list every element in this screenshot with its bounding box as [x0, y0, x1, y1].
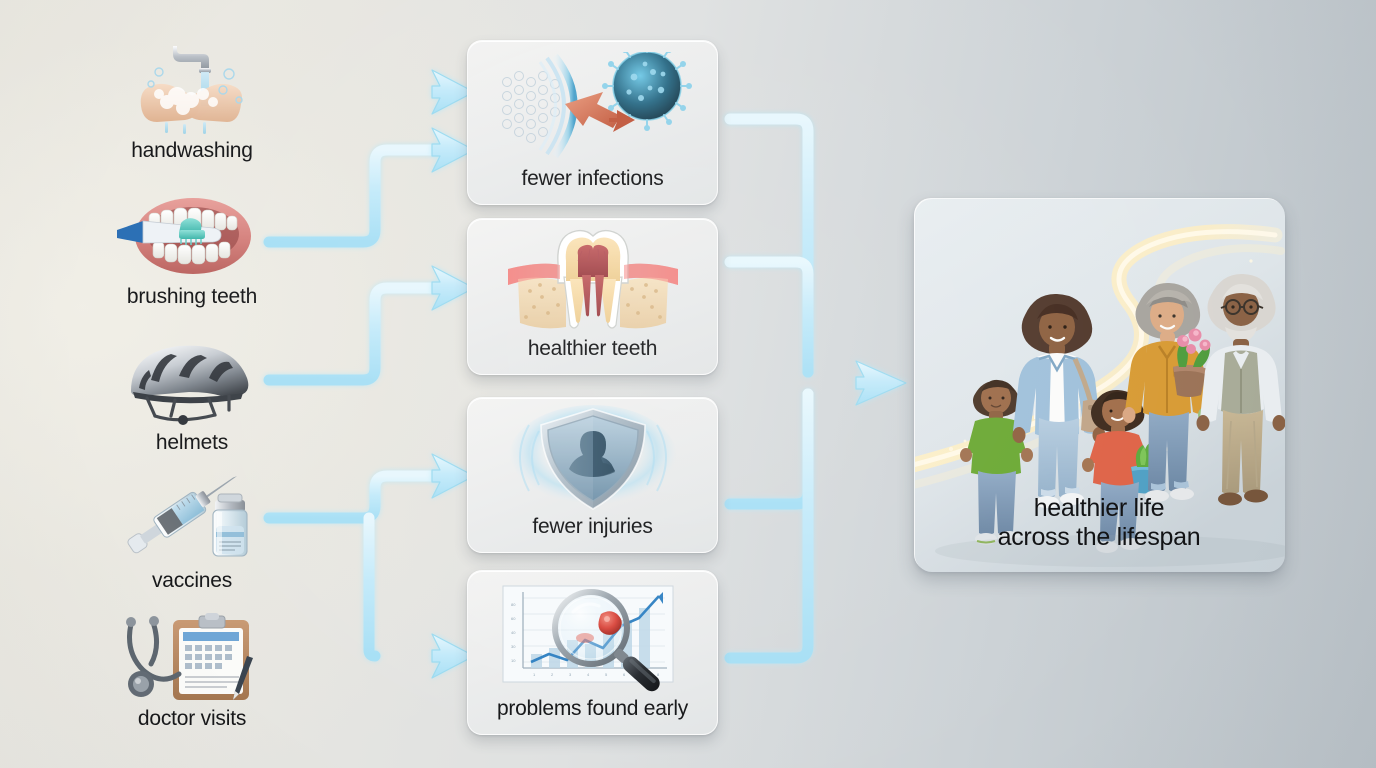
- outcome-card-label: fewer injuries: [532, 515, 653, 538]
- outcome-card-fewer-infections[interactable]: fewer infections: [467, 40, 718, 205]
- wire-brushing: [263, 144, 444, 248]
- svg-text:1: 1: [533, 672, 536, 677]
- svg-text:80: 80: [511, 602, 516, 607]
- source-item-brushing-teeth[interactable]: brushing teeth: [104, 190, 280, 308]
- svg-text:60: 60: [511, 616, 516, 621]
- wire-card2-out: [724, 256, 814, 378]
- figure-grandmother: [1122, 282, 1212, 502]
- syringe-vial-icon: [104, 474, 280, 566]
- result-panel-healthier-life[interactable]: healthier life across the lifespan: [914, 198, 1285, 572]
- arrowhead-to-outcome: [855, 360, 907, 406]
- outcome-card-label: healthier teeth: [527, 337, 658, 360]
- virus-shield-barrier-icon: [468, 41, 717, 167]
- handwashing-icon: [104, 44, 280, 136]
- figure-mother: [1012, 293, 1107, 508]
- stethoscope-clipboard-icon: [104, 612, 280, 704]
- svg-text:4: 4: [587, 672, 590, 677]
- toothbrush-teeth-icon: [104, 190, 280, 282]
- svg-text:6: 6: [623, 672, 626, 677]
- result-label: healthier life across the lifespan: [893, 494, 1305, 553]
- wire-card4-out: [724, 388, 814, 664]
- svg-text:3: 3: [569, 672, 572, 677]
- source-label: handwashing: [131, 139, 253, 162]
- source-item-vaccines[interactable]: vaccines: [104, 474, 280, 592]
- svg-text:10: 10: [511, 658, 516, 663]
- source-item-doctor-visits[interactable]: doctor visits: [104, 612, 280, 730]
- svg-text:8: 8: [657, 672, 660, 677]
- wire-helmets: [263, 282, 444, 386]
- result-label-line2: across the lifespan: [997, 522, 1201, 551]
- outcome-card-label: fewer infections: [521, 167, 664, 190]
- result-label-line1: healthier life: [1033, 493, 1165, 522]
- wire-vaccines: [263, 470, 444, 524]
- source-label: vaccines: [151, 569, 233, 592]
- source-label: doctor visits: [137, 707, 247, 730]
- source-label: helmets: [155, 431, 229, 454]
- wire-card3-out: [724, 388, 814, 510]
- outcome-card-label: problems found early: [496, 697, 689, 720]
- svg-text:2: 2: [551, 672, 554, 677]
- wire-vaccines-riser: [363, 512, 381, 662]
- source-item-helmets[interactable]: helmets: [104, 336, 280, 454]
- source-label: brushing teeth: [126, 285, 258, 308]
- multigenerational-family-walking-icon: [915, 199, 1285, 572]
- svg-text:40: 40: [511, 630, 516, 635]
- svg-text:5: 5: [605, 672, 608, 677]
- wire-card1-out: [724, 113, 814, 378]
- svg-text:30: 30: [511, 644, 516, 649]
- outcome-card-fewer-injuries[interactable]: fewer injuries: [467, 397, 718, 553]
- figure-child-green: [960, 379, 1033, 545]
- source-item-handwashing[interactable]: handwashing: [104, 44, 280, 162]
- outcome-card-healthier-teeth[interactable]: healthier teeth: [467, 218, 718, 375]
- shield-person-icon: [468, 398, 717, 515]
- bicycle-helmet-icon: [104, 336, 280, 428]
- figure-grandfather: [1196, 273, 1285, 506]
- tooth-cross-section-icon: [468, 219, 717, 337]
